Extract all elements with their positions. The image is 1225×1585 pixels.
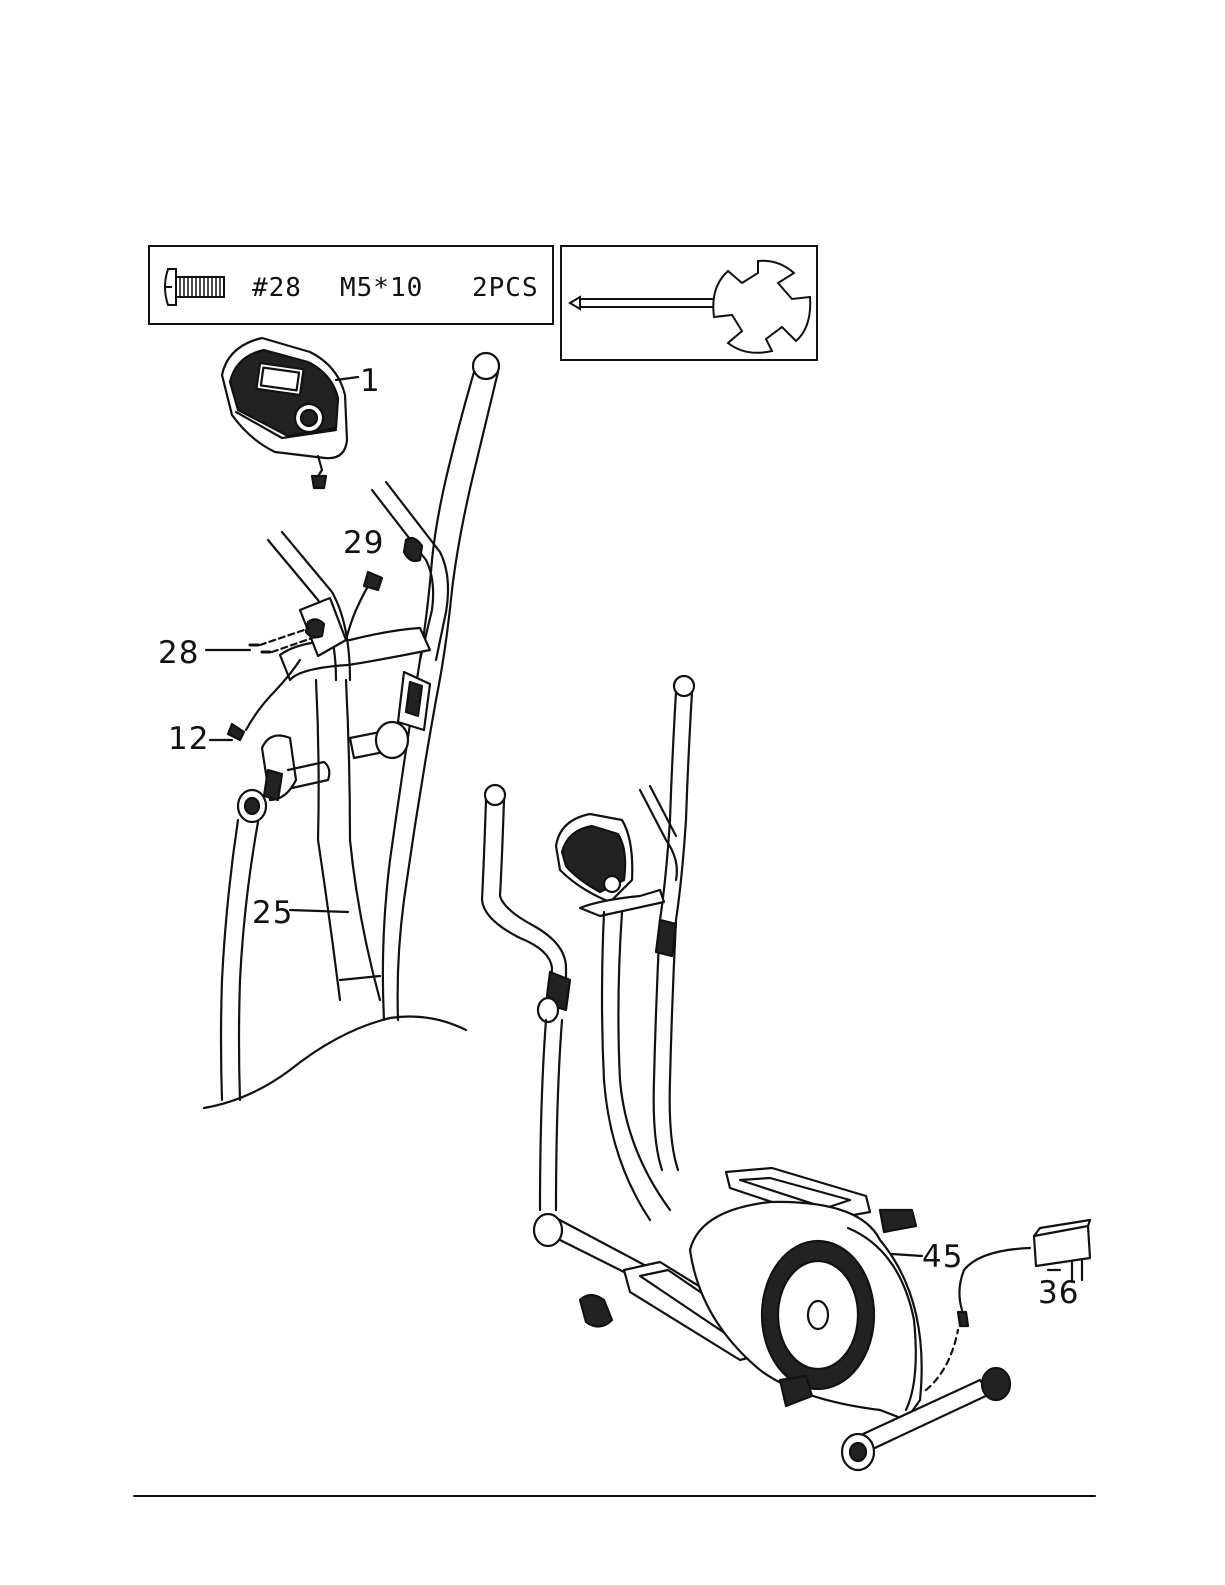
elliptical-trainer-drawing — [482, 676, 1090, 1470]
console-drawing — [222, 338, 358, 488]
tool-callout-box — [560, 245, 818, 361]
callout-29: 29 — [343, 528, 384, 559]
callout-28: 28 — [158, 638, 199, 669]
callout-12: 12 — [168, 724, 209, 755]
callout-45: 45 — [922, 1242, 963, 1273]
hardware-callout-box: #28 M5*10 2PCS — [148, 245, 554, 325]
callout-36: 36 — [1038, 1278, 1079, 1309]
frame-detail-drawing — [204, 353, 499, 1108]
callout-1: 1 — [360, 366, 381, 397]
allen-wrench-icon — [562, 247, 816, 359]
part-number-label: #28 — [252, 273, 302, 303]
screw-icon — [160, 257, 230, 317]
quantity-label: 2PCS — [472, 273, 539, 303]
size-label: M5*10 — [340, 273, 423, 303]
callout-25: 25 — [252, 898, 293, 929]
